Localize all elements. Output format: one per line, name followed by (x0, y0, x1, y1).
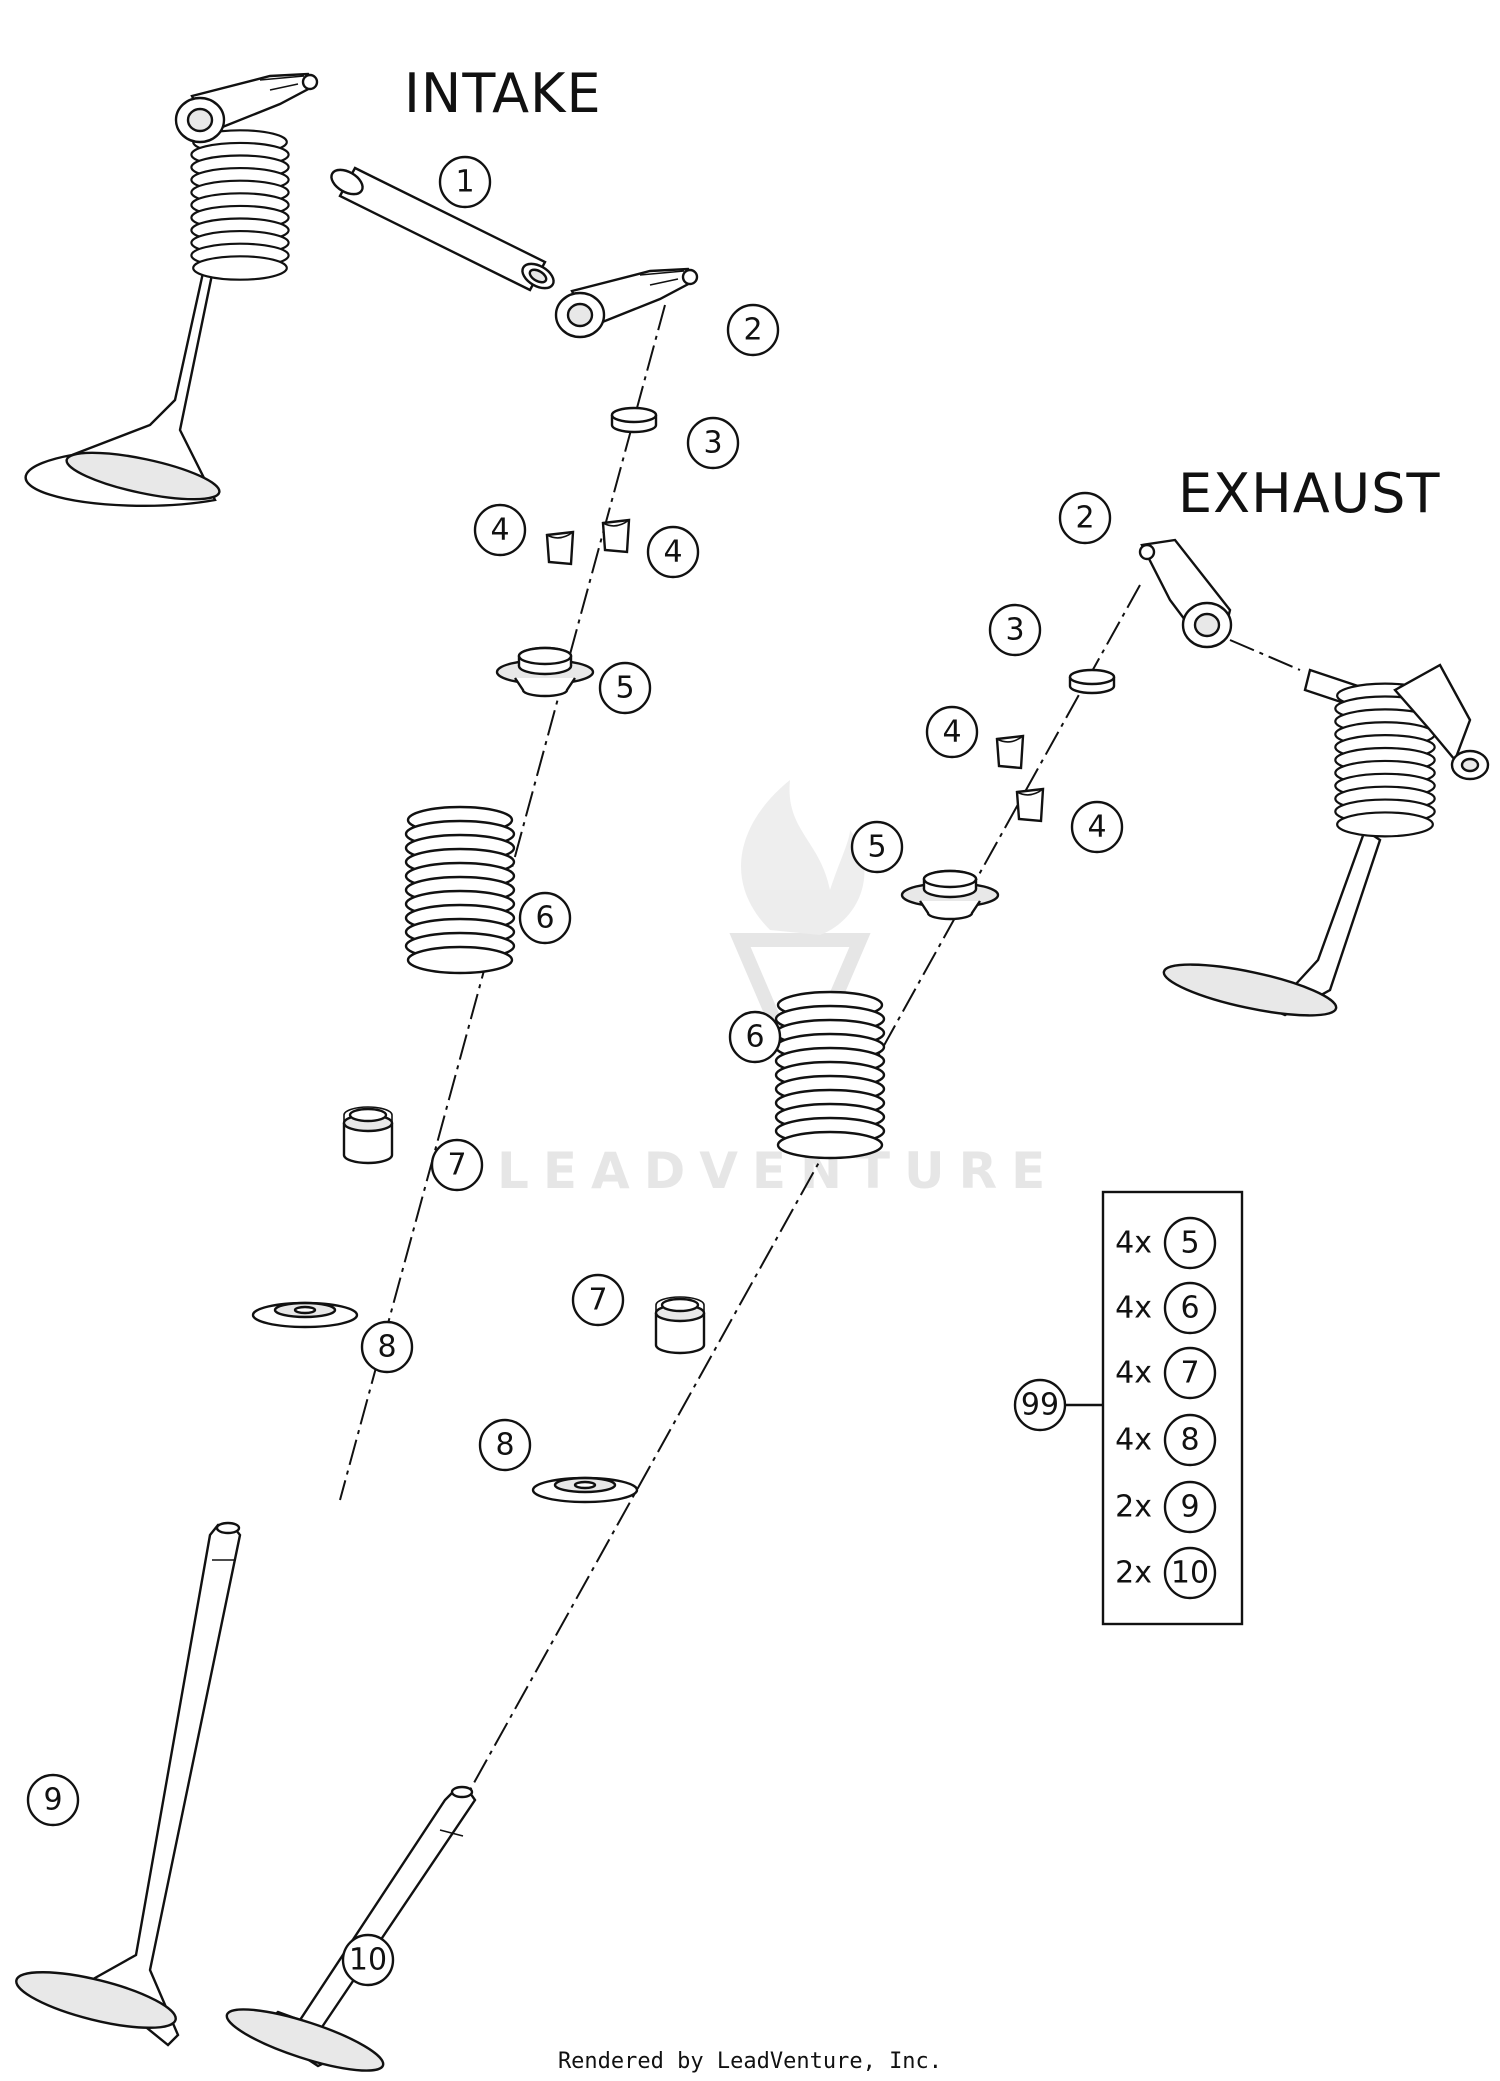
callout-exhaust-seal[interactable]: 7 (571, 1273, 625, 1327)
callout-intake-shaft[interactable]: 1 (438, 155, 492, 209)
svg-text:6: 6 (745, 1020, 764, 1055)
callout-exhaust-cotter-lower[interactable]: 4 (1070, 800, 1124, 854)
intake-callouts: 1 2 3 4 4 5 6 7 8 9 10 (26, 155, 780, 1987)
intake-shim (610, 406, 658, 434)
kit-part-callout[interactable]: 6 (1163, 1281, 1217, 1335)
callout-intake-seal[interactable]: 7 (430, 1138, 484, 1192)
kit-qty: 4x (1115, 1356, 1152, 1391)
svg-text:5: 5 (615, 671, 634, 706)
svg-text:8: 8 (1180, 1423, 1199, 1458)
kit-row: 4x 7 (1115, 1346, 1217, 1400)
intake-axis (339, 304, 666, 1501)
svg-text:1: 1 (455, 165, 474, 200)
kit-row: 4x 5 (1115, 1216, 1217, 1270)
kit-part-callout[interactable]: 10 (1163, 1546, 1217, 1600)
callout-intake-valve[interactable]: 9 (26, 1773, 80, 1827)
exhaust-heading: EXHAUST (1178, 462, 1440, 525)
exhaust-spring (774, 990, 886, 1160)
intake-washer (251, 1301, 359, 1329)
svg-text:9: 9 (43, 1783, 62, 1818)
kit-qty: 4x (1115, 1423, 1152, 1458)
svg-text:7: 7 (588, 1283, 607, 1318)
intake-stem-seal (342, 1105, 394, 1165)
callout-exhaust-retainer[interactable]: 5 (850, 820, 904, 874)
callout-exhaust-washer[interactable]: 8 (478, 1418, 532, 1472)
svg-text:6: 6 (535, 901, 554, 936)
exhaust-callouts: 2 3 4 4 5 6 7 8 (478, 491, 1124, 1472)
kit-part-callout[interactable]: 7 (1163, 1346, 1217, 1400)
svg-text:4: 4 (1087, 810, 1106, 845)
svg-text:5: 5 (867, 830, 886, 865)
watermark: LEADVENTURE (497, 780, 1059, 1200)
exhaust-valve (225, 1785, 477, 2072)
callout-intake-retainer[interactable]: 5 (598, 661, 652, 715)
exhaust-washer (531, 1476, 639, 1504)
svg-text:10: 10 (1171, 1556, 1209, 1591)
callout-exhaust-rocker[interactable]: 2 (1058, 491, 1112, 545)
exhaust-axis (469, 584, 1141, 1791)
svg-text:2: 2 (743, 313, 762, 348)
svg-text:5: 5 (1180, 1226, 1199, 1261)
exhaust-cotter-lower (1015, 787, 1045, 823)
svg-text:7: 7 (1180, 1356, 1199, 1391)
intake-cotter-right (601, 518, 631, 554)
intake-assembled-valve (24, 72, 319, 507)
kit-part-callout[interactable]: 5 (1163, 1216, 1217, 1270)
intake-rocker-arm (554, 267, 699, 339)
kit-legend-box (1101, 1190, 1244, 1626)
callout-exhaust-spring[interactable]: 6 (728, 1010, 782, 1064)
callout-intake-spring[interactable]: 6 (518, 891, 572, 945)
kit-legend: 99 4x 5 4x 6 4x 7 4x 8 2x 9 2x 10 (1013, 1190, 1244, 1626)
kit-qty: 4x (1115, 1291, 1152, 1326)
watermark-text: LEADVENTURE (497, 1142, 1059, 1200)
kit-qty: 2x (1115, 1490, 1152, 1525)
svg-text:3: 3 (1005, 613, 1024, 648)
exhaust-shim (1068, 668, 1116, 695)
kit-qty: 2x (1115, 1556, 1152, 1591)
exhaust-retainer (900, 869, 1000, 921)
intake-heading: INTAKE (404, 62, 602, 125)
svg-text:4: 4 (663, 535, 682, 570)
kit-part-callout[interactable]: 8 (1163, 1413, 1217, 1467)
svg-text:9: 9 (1180, 1490, 1199, 1525)
callout-intake-cotter-right[interactable]: 4 (646, 525, 700, 579)
callout-exhaust-cotter-upper[interactable]: 4 (925, 705, 979, 759)
kit-row: 2x 9 (1115, 1480, 1217, 1534)
callout-intake-shim[interactable]: 3 (686, 416, 740, 470)
svg-text:7: 7 (447, 1148, 466, 1183)
exhaust-assembled-valve (1162, 663, 1490, 1017)
svg-text:8: 8 (377, 1330, 396, 1365)
svg-text:4: 4 (942, 715, 961, 750)
kit-row: 4x 6 (1115, 1281, 1217, 1335)
intake-retainer (495, 646, 595, 698)
exhaust-cotter-upper (995, 734, 1025, 770)
exhaust-assembly (225, 538, 1490, 2072)
intake-valve (15, 1521, 242, 2047)
kit-qty: 4x (1115, 1226, 1152, 1261)
intake-assembly (15, 72, 699, 2047)
rocker-shaft (330, 166, 555, 292)
kit-row: 2x 10 (1115, 1546, 1217, 1600)
svg-text:8: 8 (495, 1428, 514, 1463)
svg-text:3: 3 (703, 426, 722, 461)
intake-spring (404, 805, 516, 975)
exhaust-rocker-arm (1138, 538, 1301, 671)
svg-text:4: 4 (490, 513, 509, 548)
svg-text:6: 6 (1180, 1291, 1199, 1326)
callout-kit-99[interactable]: 99 (1013, 1378, 1067, 1432)
footer-credit: Rendered by LeadVenture, Inc. (558, 2049, 942, 2074)
callout-intake-washer[interactable]: 8 (360, 1320, 414, 1374)
kit-row: 4x 8 (1115, 1413, 1217, 1467)
kit-part-callout[interactable]: 9 (1163, 1480, 1217, 1534)
exhaust-stem-seal (654, 1295, 706, 1355)
intake-cotter-left (545, 530, 575, 566)
svg-text:10: 10 (349, 1943, 387, 1978)
callout-exhaust-shim[interactable]: 3 (988, 603, 1042, 657)
callout-intake-cotter-left[interactable]: 4 (473, 503, 527, 557)
svg-text:2: 2 (1075, 501, 1094, 536)
svg-text:99: 99 (1021, 1388, 1059, 1423)
callout-exhaust-valve[interactable]: 10 (341, 1933, 395, 1987)
callout-intake-rocker[interactable]: 2 (726, 303, 780, 357)
